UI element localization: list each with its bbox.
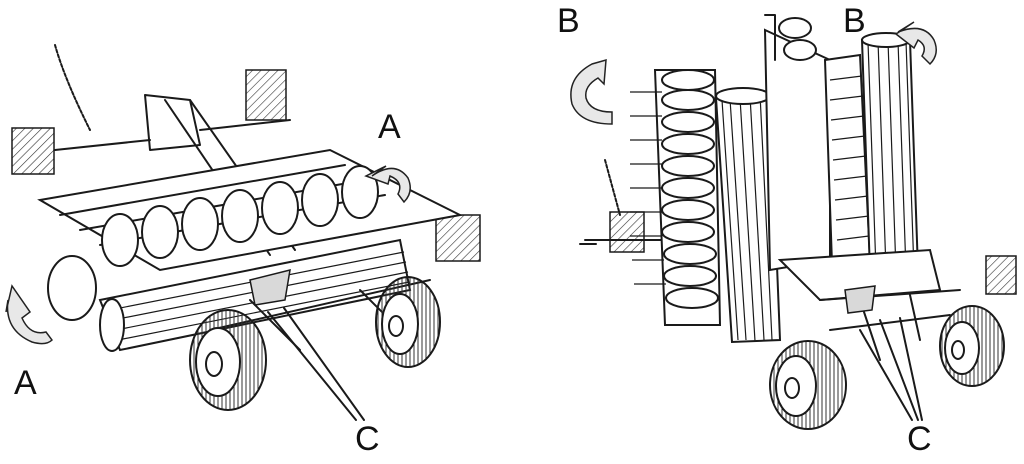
left-axle-bracket <box>249 268 291 306</box>
right-machine <box>570 14 1017 430</box>
right-disc-column-right <box>823 53 872 266</box>
label-a-top: A <box>378 108 401 146</box>
right-tower-post <box>764 14 776 61</box>
left-warning-plate-front <box>435 214 481 262</box>
left-machine <box>5 44 481 421</box>
label-c-left: C <box>355 420 380 458</box>
left-wheel-rear <box>375 276 441 368</box>
right-rotation-arrow-b-right <box>894 21 937 66</box>
right-hose <box>604 159 621 216</box>
left-hose <box>54 44 91 131</box>
right-central-tower <box>763 28 831 272</box>
left-warning-plate-top <box>245 69 287 121</box>
right-top-disc-2 <box>783 39 817 61</box>
left-rotation-arrow-a-top <box>364 165 411 204</box>
right-c-leader-lines <box>859 317 923 421</box>
left-top-beam <box>54 119 291 151</box>
left-wheel-front <box>189 309 267 411</box>
left-warning-plate-rear <box>11 127 55 175</box>
left-c-leader-lines <box>267 307 365 421</box>
left-disc-gang <box>47 165 379 321</box>
left-hitch-tower <box>144 94 201 151</box>
right-base-frame <box>777 248 942 302</box>
right-disc-column-left <box>630 69 722 326</box>
label-a-bottom: A <box>14 364 37 402</box>
left-roller-end <box>99 298 125 352</box>
right-axle-bracket <box>844 285 876 314</box>
right-rotation-arrow-b-left <box>570 58 613 125</box>
right-roller-column-left <box>714 87 782 344</box>
right-top-disc-1 <box>778 17 812 39</box>
label-c-right: C <box>907 420 932 458</box>
right-roller-column-right <box>860 32 920 274</box>
right-warning-plate-front <box>985 255 1017 295</box>
label-b-right: B <box>843 2 866 40</box>
right-wheel-front <box>769 340 847 430</box>
right-wheel-rear <box>939 305 1005 387</box>
left-rotation-arrow-a-bottom <box>5 284 53 345</box>
right-warning-plate-rear <box>609 211 645 253</box>
label-b-left: B <box>557 2 580 40</box>
right-axle <box>819 289 961 361</box>
